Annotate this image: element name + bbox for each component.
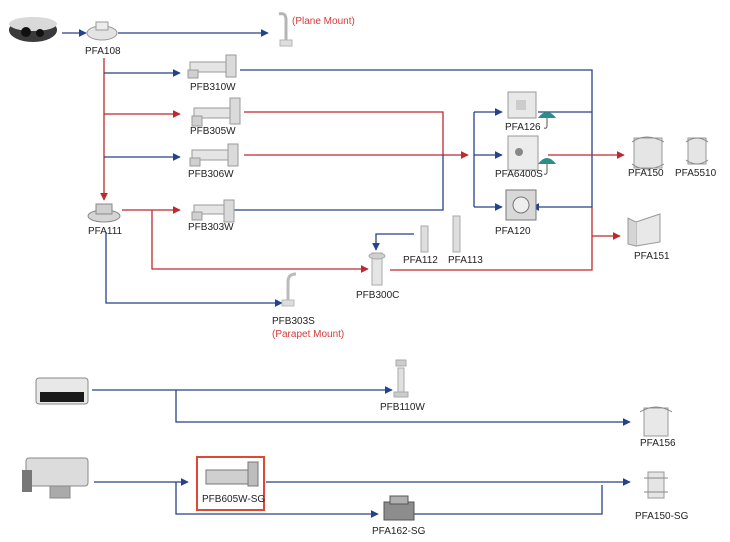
pfa111-icon [88, 204, 120, 222]
pfa112-icon [421, 226, 428, 252]
connector-lines [62, 33, 630, 514]
label-plane-mount: (Plane Mount) [292, 16, 355, 27]
pfb303s-icon [282, 274, 296, 306]
connector-pfb305w-junction [244, 112, 443, 155]
label-pfa108: PFA108 [85, 46, 121, 57]
connector-pfa162sg-right [414, 485, 602, 514]
connector-pfa111-pfb300c [152, 210, 368, 269]
label-pfa113: PFA113 [448, 255, 483, 266]
pfa5510-icon [686, 138, 708, 164]
label-pfb306w: PFB306W [188, 169, 234, 180]
connector-pfa112-pfb300c [376, 234, 414, 250]
label-pfa150-sg: PFA150-SG [635, 511, 688, 522]
box-camera-icon [36, 378, 88, 404]
connector-pfb303w-rail [234, 155, 443, 210]
label-pfa5510: PFA5510 [675, 168, 716, 179]
label-pfa151: PFA151 [634, 251, 670, 262]
pfa150-sg-icon [644, 472, 668, 498]
pfa6400s-icon [508, 136, 538, 170]
label-pfb305w: PFB305W [190, 126, 236, 137]
connector-pfa111-pfb303s [106, 232, 282, 303]
pfa156-icon [640, 407, 672, 436]
pfb300c-icon [369, 253, 385, 285]
dome-camera-icon [9, 17, 57, 42]
pfb110w-icon [394, 360, 408, 397]
plane-mount-icon [279, 14, 292, 46]
label-pfa111: PFA111 [88, 226, 122, 237]
label-pfa162-sg: PFA162-SG [372, 526, 425, 537]
label-pfa156: PFA156 [640, 438, 676, 449]
label-pfb303w: PFB303W [188, 222, 234, 233]
label-pfa6400s: PFA6400S [495, 169, 543, 180]
pfb310w-icon [188, 55, 236, 78]
pfb303w-icon [192, 200, 234, 222]
pfa120-icon [506, 190, 536, 220]
label-pfb605w-sg: PFB605W-SG [202, 494, 265, 505]
label-parapet-mount: (Parapet Mount) [272, 329, 344, 340]
label-pfb300c: PFB300C [356, 290, 399, 301]
label-pfa120: PFA120 [495, 226, 531, 237]
pfa126-icon [508, 92, 536, 118]
label-pfa126: PFA126 [505, 122, 541, 133]
pfb305w-icon [192, 98, 240, 126]
pfa113-icon [453, 216, 460, 252]
label-pfa112: PFA112 [403, 255, 438, 266]
label-pfb310w: PFB310W [190, 82, 236, 93]
label-pfb303s: PFB303S [272, 316, 315, 327]
label-pfb110w: PFB110W [380, 402, 425, 413]
pfb306w-icon [190, 144, 238, 166]
pfa150-icon [632, 137, 664, 169]
label-pfa150: PFA150 [628, 168, 664, 179]
pfa108-icon [87, 22, 117, 40]
bullet-camera-icon [22, 458, 88, 498]
pfa151-icon [628, 214, 660, 246]
connector-pfb310w-rail [240, 70, 592, 207]
pfa162-sg-icon [384, 496, 414, 520]
